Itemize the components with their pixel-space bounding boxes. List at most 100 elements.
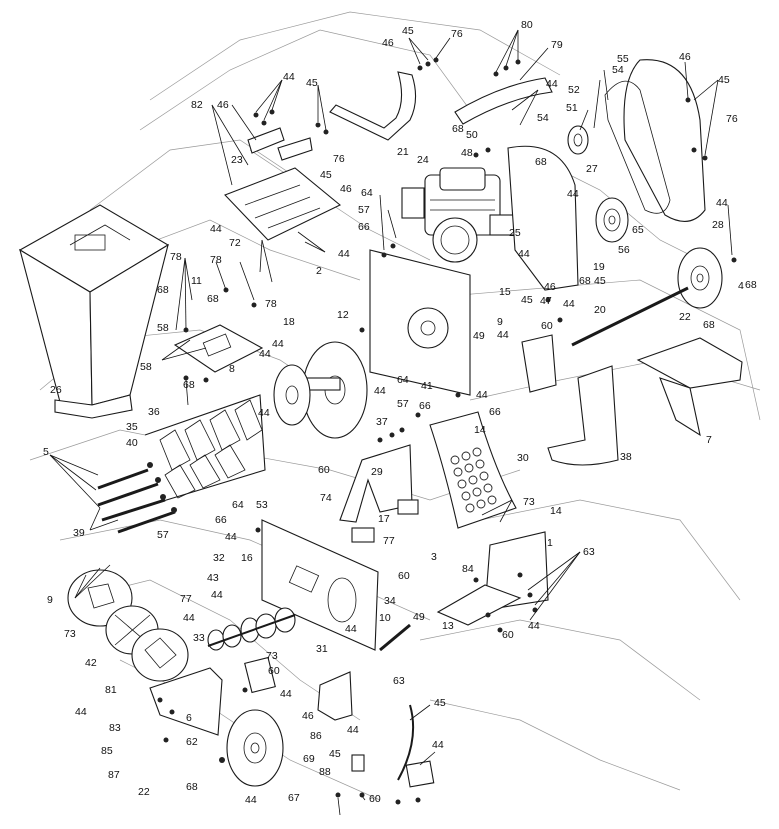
- callout-label: 46: [217, 99, 229, 111]
- callout-label: 25: [509, 227, 521, 239]
- callout-label: 53: [256, 499, 268, 511]
- callout-label: 16: [241, 552, 253, 564]
- wheel-22-right: [677, 247, 723, 309]
- belt-guard-back-25: [507, 145, 579, 291]
- callout-label: 26: [50, 384, 62, 396]
- callout-label: 43: [207, 572, 219, 584]
- block-17-b: [397, 499, 419, 515]
- callout-label: 44: [345, 623, 357, 635]
- callout-label: 44: [211, 589, 223, 601]
- callout-label: 68: [535, 156, 547, 168]
- callout-label: 55: [617, 53, 629, 65]
- block-17-a: [351, 527, 375, 543]
- callout-label: 88: [319, 766, 331, 778]
- rotor-pulley-56: [595, 197, 629, 243]
- lower-frame-1: [261, 519, 379, 651]
- callout-label: 54: [612, 64, 624, 76]
- callout-label: 45: [521, 294, 533, 306]
- callout-label: 66: [419, 400, 431, 412]
- callout-label: 45: [402, 25, 414, 37]
- callout-label: 35: [126, 421, 138, 433]
- callout-label: 58: [157, 322, 169, 334]
- callout-labels: 45 46 76 80 79 44 68 50 54 55 46 45 76 5…: [43, 19, 757, 806]
- callout-label: 44: [210, 223, 222, 235]
- callout-label: 3: [431, 551, 437, 563]
- bracket-83: [244, 656, 276, 694]
- callout-label: 44: [258, 407, 270, 419]
- engine-pulley-27: [567, 125, 589, 155]
- callout-label: 51: [566, 102, 578, 114]
- callout-label: 45: [306, 77, 318, 89]
- callout-label: 58: [140, 361, 152, 373]
- callout-label: 66: [358, 221, 370, 233]
- fastener-dots: [147, 57, 737, 805]
- callout-label: 44: [567, 188, 579, 200]
- callout-label: 44: [259, 348, 271, 360]
- callout-label: 30: [517, 452, 529, 464]
- callout-label: 68: [157, 284, 169, 296]
- callout-label: 5: [43, 446, 49, 458]
- callout-label: 83: [109, 722, 121, 734]
- callout-label: 44: [563, 298, 575, 310]
- callout-label: 38: [620, 451, 632, 463]
- callout-label: 14: [474, 424, 486, 436]
- callout-label: 80: [521, 19, 533, 31]
- callout-label: 47: [540, 295, 552, 307]
- callout-label: 45: [434, 697, 446, 709]
- callout-label: 10: [379, 612, 391, 624]
- cable-81: [397, 704, 415, 781]
- bracket-6: [317, 671, 353, 721]
- callout-label: 72: [229, 237, 241, 249]
- callout-label: 78: [210, 254, 222, 266]
- callout-label: 68: [452, 123, 464, 135]
- callout-label: 44: [347, 724, 359, 736]
- callout-label: 46: [340, 183, 352, 195]
- callout-label: 57: [157, 529, 169, 541]
- callout-label: 19: [593, 261, 605, 273]
- callout-label: 49: [413, 611, 425, 623]
- callout-label: 44: [476, 389, 488, 401]
- callout-label: 79: [551, 39, 563, 51]
- callout-label: 69: [303, 753, 315, 765]
- callout-label: 2: [316, 265, 322, 277]
- shaft-31: [379, 623, 411, 652]
- callout-label: 44: [280, 688, 292, 700]
- callout-label: 73: [266, 650, 278, 662]
- box-86: [405, 760, 435, 788]
- callout-label: 77: [383, 535, 395, 547]
- screen-29: [429, 411, 517, 529]
- callout-label: 76: [726, 113, 738, 125]
- callout-label: 9: [47, 594, 53, 606]
- callout-label: 81: [105, 684, 117, 696]
- callout-label: 49: [473, 330, 485, 342]
- callout-label: 31: [316, 643, 328, 655]
- side-plate-2: [369, 249, 471, 396]
- handle-21: [329, 71, 417, 141]
- callout-label: 54: [537, 112, 549, 124]
- callout-label: 64: [232, 499, 244, 511]
- callout-label: 45: [594, 275, 606, 287]
- callout-label: 14: [550, 505, 562, 517]
- callout-label: 73: [523, 496, 535, 508]
- callout-label: 45: [718, 74, 730, 86]
- callout-label: 78: [265, 298, 277, 310]
- callout-label: 64: [361, 187, 373, 199]
- mount-bracket-right: [521, 334, 557, 393]
- callout-label: 13: [442, 620, 454, 632]
- callout-label: 68: [579, 275, 591, 287]
- callout-label: 33: [193, 632, 205, 644]
- callout-label: 50: [466, 129, 478, 141]
- callout-label: 68: [703, 319, 715, 331]
- callout-label: 65: [632, 224, 644, 236]
- axle-20: [571, 286, 689, 347]
- callout-label: 22: [679, 311, 691, 323]
- callout-label: 68: [186, 781, 198, 793]
- callout-label: 86: [310, 730, 322, 742]
- callout-label: 87: [108, 769, 120, 781]
- callout-label: 8: [229, 363, 235, 375]
- callout-label: 23: [231, 154, 243, 166]
- callout-label: 36: [148, 406, 160, 418]
- callout-label: 44: [283, 71, 295, 83]
- callout-label: 46: [679, 51, 691, 63]
